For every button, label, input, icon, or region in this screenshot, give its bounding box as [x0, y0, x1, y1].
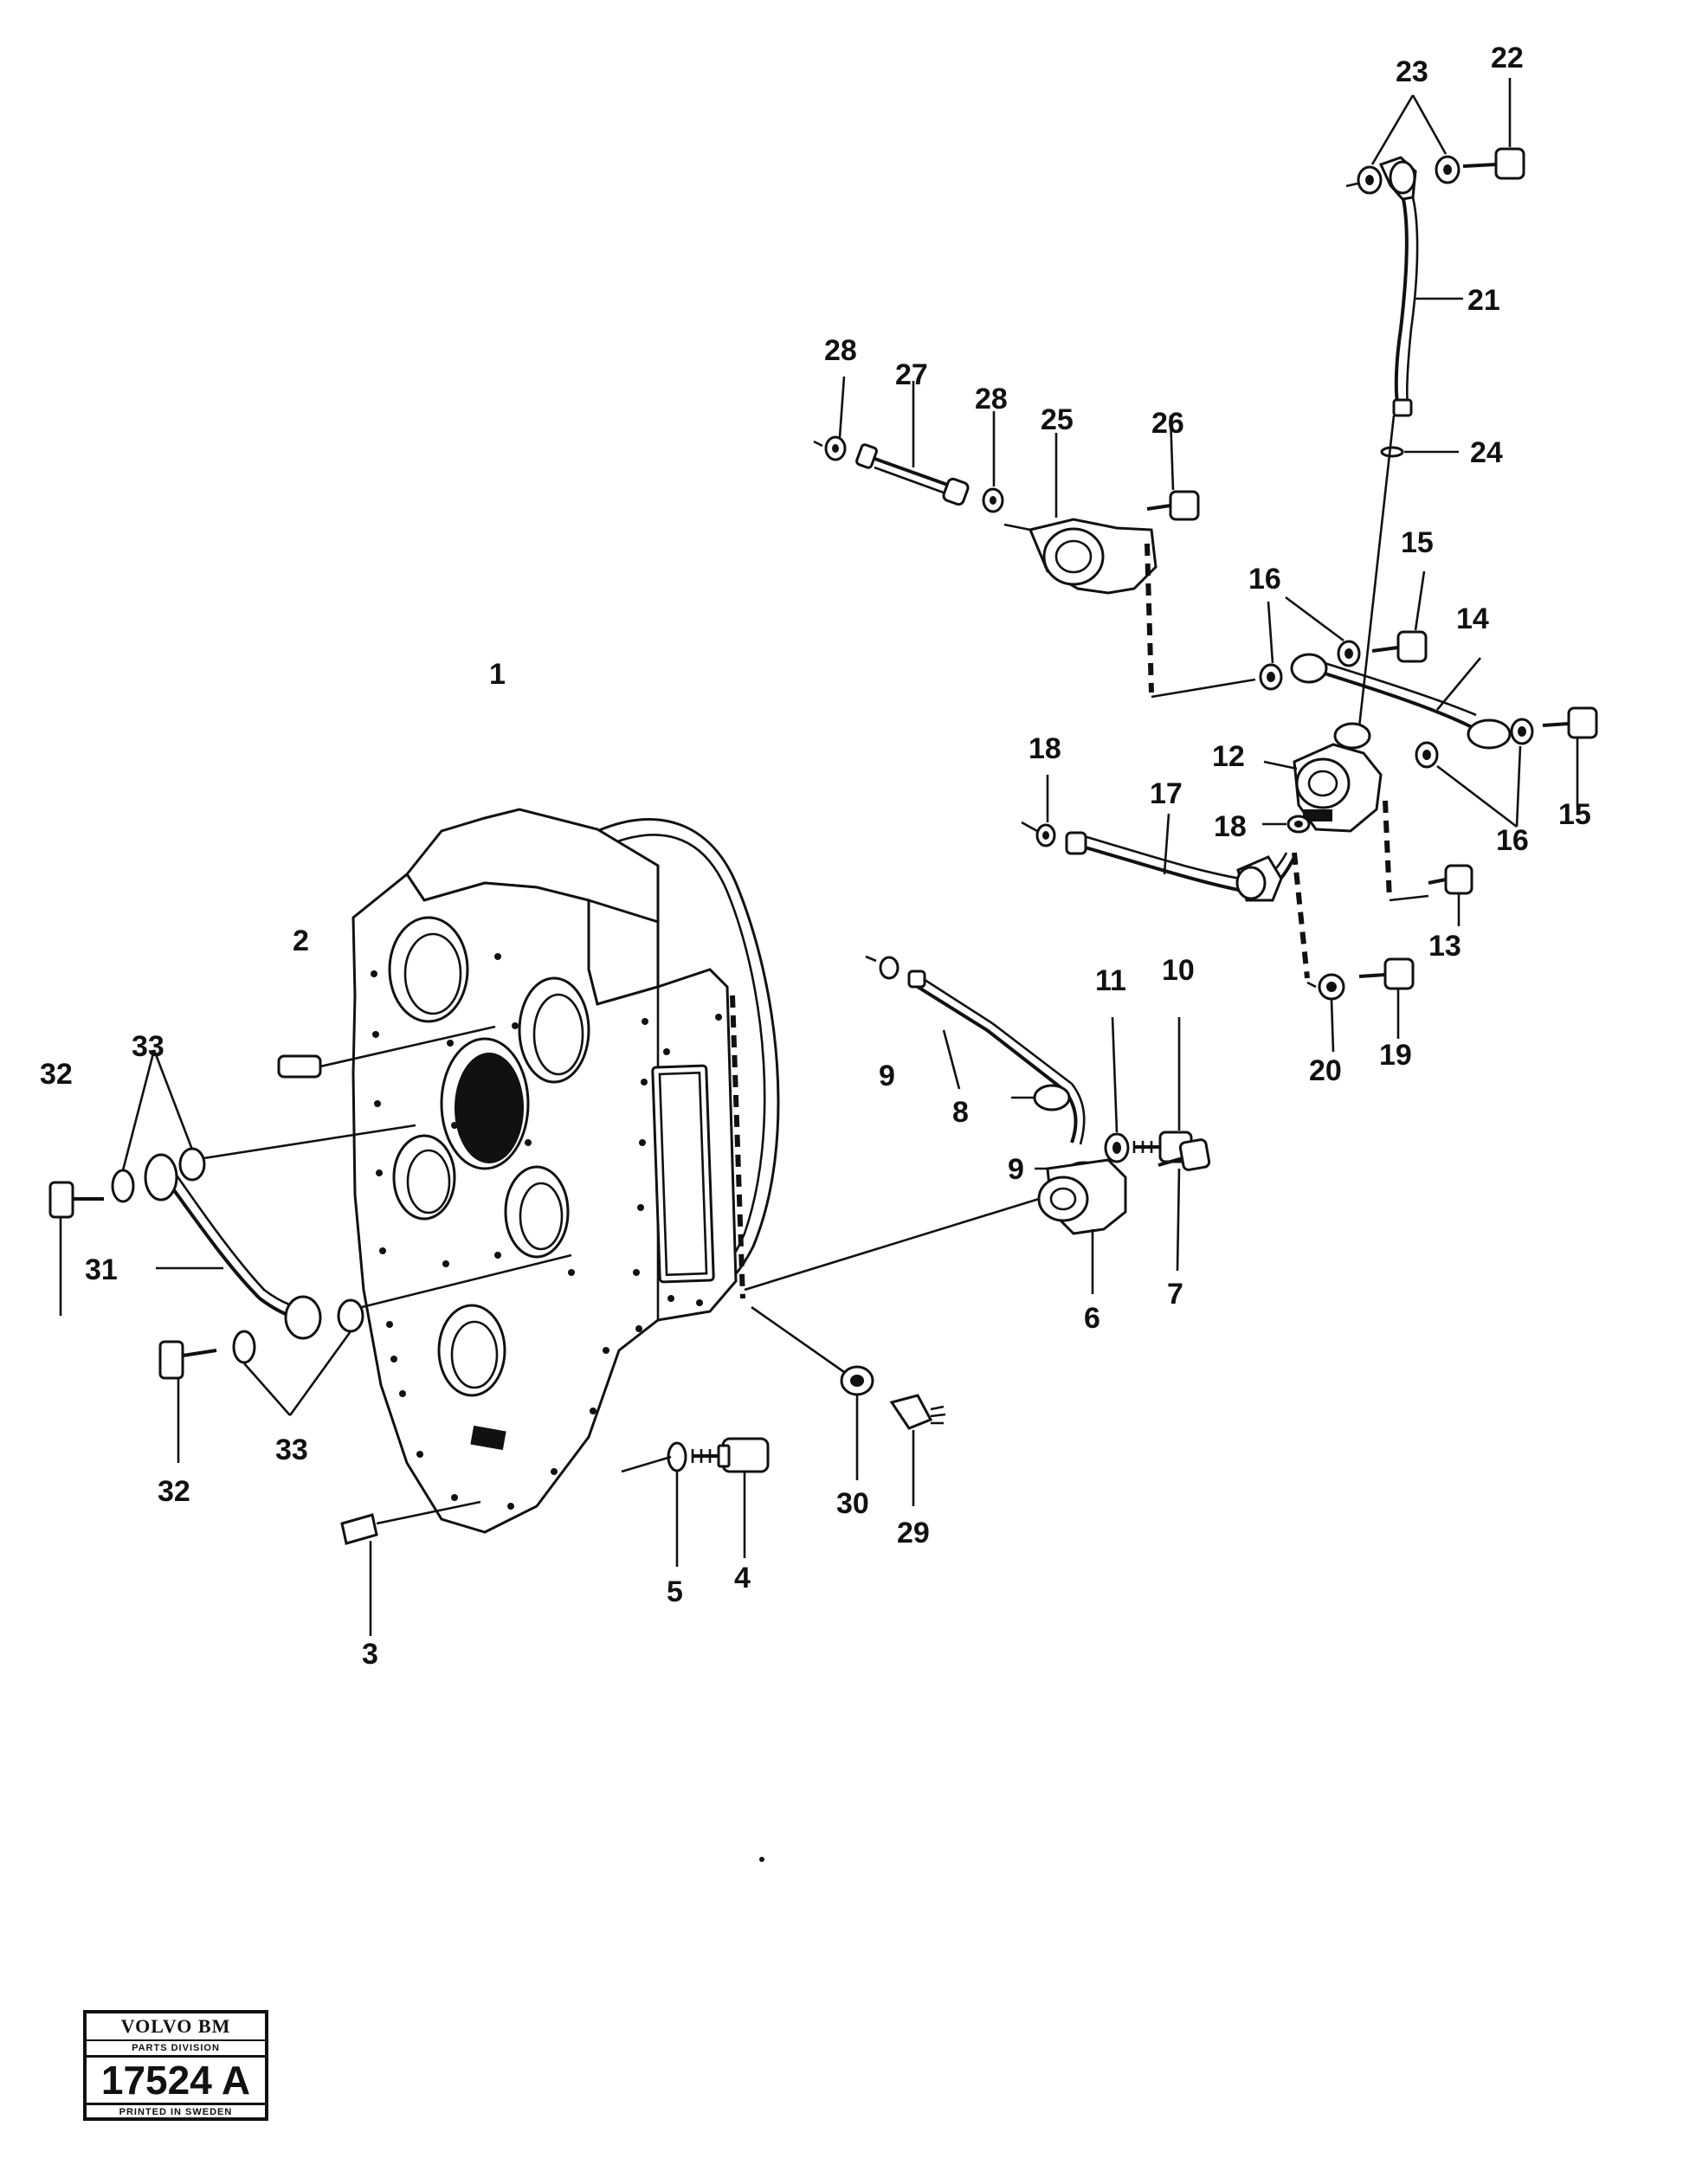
oil-pipe-31	[144, 1153, 322, 1340]
volvo-bm-stamp: VOLVO BM PARTS DIVISION 17524 A PRINTED …	[83, 2010, 268, 2121]
o-rings-18	[1046, 775, 1317, 989]
label-part-5: 5	[667, 1575, 683, 1608]
label-part-28a: 28	[824, 334, 857, 367]
label-part-31: 31	[85, 1253, 118, 1286]
label-part-15b: 15	[1558, 798, 1591, 831]
label-part-24: 24	[1470, 436, 1503, 469]
label-part-19: 19	[1379, 1039, 1412, 1072]
bolt-13	[1428, 864, 1473, 926]
label-part-2: 2	[293, 924, 309, 957]
label-part-18b: 18	[1214, 810, 1247, 843]
label-part-27: 27	[895, 358, 928, 391]
stamp-number: 17524 A	[87, 2058, 265, 2105]
bolts-32	[48, 1181, 217, 1463]
label-part-29: 29	[897, 1517, 930, 1549]
label-part-1: 1	[489, 658, 506, 691]
washers-23	[1345, 94, 1461, 195]
bolt-26	[1146, 415, 1200, 521]
label-part-26: 26	[1151, 407, 1184, 440]
label-part-20: 20	[1309, 1054, 1342, 1087]
dowel-pin-3	[340, 1500, 481, 1636]
oil-fitting-6	[744, 1158, 1127, 1294]
label-part-10: 10	[1162, 954, 1195, 987]
label-part-32a: 32	[40, 1058, 73, 1091]
washer-20	[1318, 973, 1345, 1053]
bolts-15	[1371, 570, 1598, 809]
label-part-16a: 16	[1248, 563, 1281, 596]
label-part-13: 13	[1428, 930, 1461, 963]
pipe-14	[1290, 653, 1512, 750]
label-part-33a: 33	[132, 1030, 164, 1063]
label-part-23: 23	[1396, 55, 1428, 88]
washers-28	[838, 376, 1004, 513]
sensor-29	[889, 1394, 946, 1506]
washer-11	[1104, 1016, 1130, 1163]
washers-33	[111, 1049, 572, 1416]
label-part-22: 22	[1491, 42, 1524, 74]
oil-fitting-25	[1003, 433, 1256, 699]
label-part-16b: 16	[1496, 824, 1529, 857]
label-part-17: 17	[1150, 777, 1183, 810]
pipe-8	[865, 955, 1086, 1145]
bolt-22	[1462, 78, 1525, 180]
label-part-9b: 9	[1008, 1153, 1024, 1186]
label-part-12: 12	[1212, 740, 1245, 773]
label-part-9a: 9	[879, 1060, 895, 1092]
pipe-27	[813, 381, 970, 506]
washers-16	[1259, 596, 1534, 828]
label-part-3: 3	[362, 1638, 378, 1671]
label-part-6: 6	[1084, 1302, 1100, 1335]
pipe-21	[1378, 156, 1463, 417]
stamp-division: PARTS DIVISION	[87, 2041, 265, 2058]
gear-housing	[351, 808, 780, 1534]
label-part-28b: 28	[975, 383, 1008, 416]
label-part-14: 14	[1456, 602, 1489, 635]
oil-fitting-12	[1263, 722, 1429, 902]
stamp-brand: VOLVO BM	[87, 2013, 265, 2041]
label-part-30: 30	[836, 1487, 869, 1520]
label-part-11: 11	[1095, 964, 1126, 997]
label-part-32b: 32	[158, 1475, 190, 1508]
stray-dot	[759, 1857, 764, 1862]
washer-5	[621, 1441, 687, 1567]
callout-labels: 1 2 3 4 5 6 7 8 9 9 10 11 12 13 14 15 15…	[40, 42, 1591, 1671]
label-part-33b: 33	[275, 1433, 308, 1466]
bolt-19	[1358, 957, 1415, 1039]
dowel-pin-2	[277, 1025, 496, 1079]
pipe-17	[1021, 813, 1296, 902]
bolt-7	[1157, 1138, 1211, 1272]
label-part-8: 8	[952, 1096, 969, 1129]
o-ring-24	[1357, 415, 1459, 728]
bolt-4	[691, 1437, 770, 1558]
label-part-21: 21	[1467, 284, 1500, 317]
label-part-15a: 15	[1401, 526, 1434, 559]
label-part-4: 4	[734, 1562, 751, 1595]
bolt-10	[1124, 1017, 1193, 1163]
stamp-printed: PRINTED IN SWEDEN	[119, 2107, 233, 2117]
label-part-25: 25	[1041, 403, 1074, 436]
label-part-7: 7	[1167, 1278, 1183, 1311]
washer-30	[751, 1305, 874, 1480]
label-part-18a: 18	[1028, 732, 1061, 765]
